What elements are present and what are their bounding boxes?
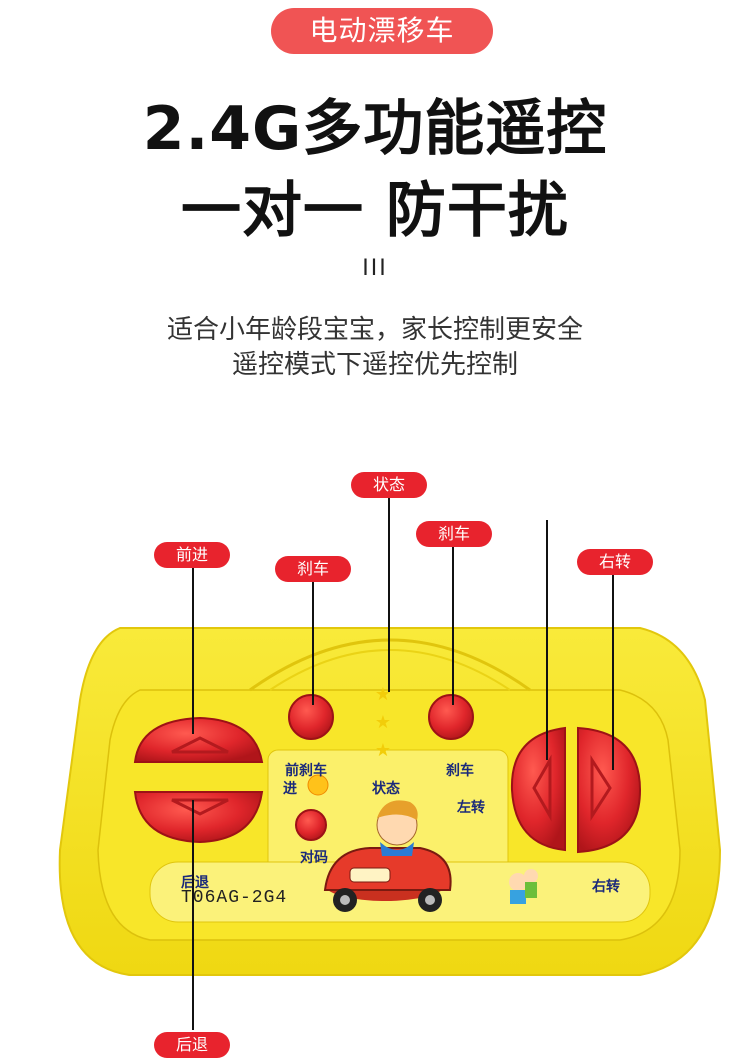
callout-brake-left: 刹车 [275, 556, 351, 582]
remote-label-forward-brake: 前刹车 [285, 763, 327, 779]
callout-forward: 前进 [154, 542, 230, 568]
product-type-badge: 电动漂移车 [271, 8, 493, 54]
callout-turn-right: 右转 [577, 549, 653, 575]
turn-left-arrow-icon [532, 754, 552, 822]
callout-line-brake-right [452, 545, 454, 705]
remote-model-code: T06AG-2G4 [181, 888, 288, 908]
backward-button-shape [133, 791, 264, 844]
brake-left-button-shape [288, 694, 334, 740]
callout-status: 状态 [351, 472, 427, 498]
remote-label-turn-right: 右转 [592, 879, 620, 895]
callout-backward: 后退 [154, 1032, 230, 1058]
description-line-1: 适合小年龄段宝宝，家长控制更安全 [166, 315, 583, 345]
callout-line-turn-left [546, 520, 548, 760]
forward-button-shape [133, 716, 264, 763]
callout-line-backward [192, 800, 194, 1030]
forward-arrow-icon [171, 736, 229, 754]
turn-left-button-shape [510, 726, 566, 852]
turn-right-button-shape [577, 726, 642, 854]
remote-label-backward: 后退 [181, 875, 209, 891]
callout-line-forward [192, 566, 194, 734]
status-star-icon: ★ [375, 740, 391, 761]
remote-label-turn-left: 左转 [457, 800, 485, 816]
sun-sticker-icon [307, 774, 329, 796]
backward-arrow-icon [171, 798, 229, 816]
divider-mark: III [362, 256, 388, 281]
callout-line-status [388, 496, 390, 692]
cartoon-car-sticker [323, 800, 452, 912]
callout-line-brake-left [312, 580, 314, 705]
remote-bottom-strip [149, 861, 651, 923]
turn-right-arrow-icon [590, 754, 612, 822]
description-line-2: 遥控模式下遥控优先控制 [231, 350, 518, 380]
kids-sticker [509, 869, 538, 904]
remote-label-brake: 刹车 [446, 763, 474, 779]
remote-top-arc [249, 638, 531, 692]
remote-label-status: 状态 [372, 781, 400, 797]
headline-line-1: 2.4G多功能遥控 [142, 94, 608, 164]
remote-inner-panel [97, 689, 681, 941]
pair-button-shape [295, 809, 327, 841]
status-star-icon: ★ [375, 712, 391, 733]
brake-right-button-shape [428, 694, 474, 740]
remote-top-arc-inner [269, 649, 511, 691]
callout-line-turn-right [612, 572, 614, 770]
headline-line-2: 一对一 防干扰 [181, 176, 569, 246]
remote-label-forward-short: 进 [283, 781, 297, 797]
remote-label-panel [267, 749, 509, 921]
remote-label-pair: 对码 [300, 850, 328, 866]
callout-brake-right: 刹车 [416, 521, 492, 547]
